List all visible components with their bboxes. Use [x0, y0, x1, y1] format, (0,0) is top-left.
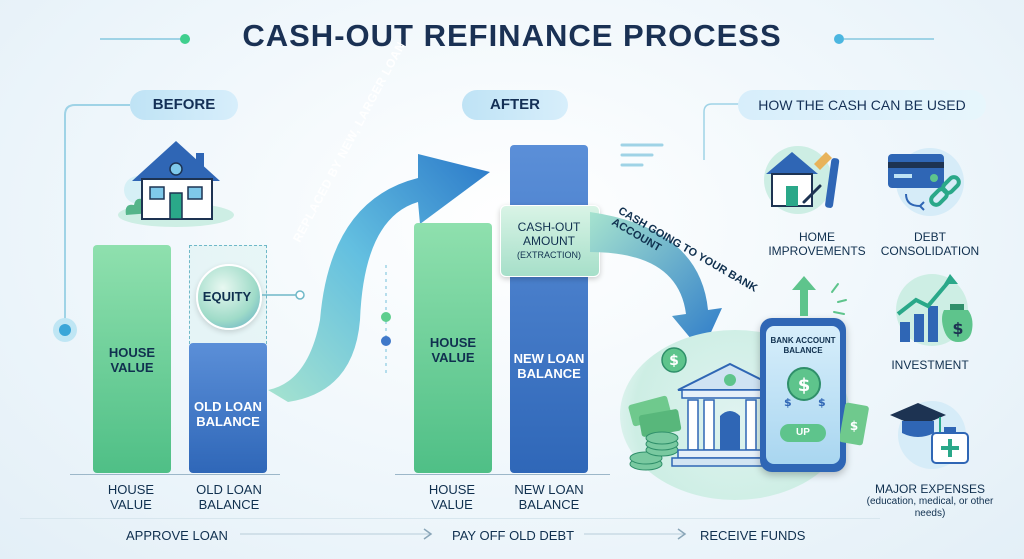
step-arrow-1 — [240, 528, 433, 540]
step-arrow-2 — [584, 528, 687, 540]
title-dot-right — [834, 34, 844, 44]
old-loan-bar — [189, 343, 267, 473]
before-axis-old-loan: OLD LOAN BALANCE — [196, 482, 262, 512]
svg-text:$: $ — [784, 396, 792, 409]
major-expenses-icon — [890, 401, 969, 469]
old-loan-bar-label: OLD LOAN BALANCE — [194, 399, 262, 429]
before-baseline — [70, 474, 280, 475]
dollar-coin-icon: $ $ $ — [784, 367, 826, 409]
cash-out-extraction-label: (EXTRACTION) — [517, 250, 581, 260]
bank-account-balance-label: BANK ACCOUNT BALANCE — [770, 336, 836, 355]
title-decoration-right — [844, 38, 934, 40]
house-value-bar-after — [414, 223, 492, 473]
house-value-bar-before — [93, 245, 171, 473]
replaced-by-new-loan-arrow — [268, 154, 490, 402]
new-loan-bar — [510, 145, 588, 473]
step-receive-funds: RECEIVE FUNDS — [700, 528, 806, 543]
after-label: AFTER — [462, 90, 568, 120]
before-timeline-connector — [53, 104, 130, 342]
svg-text:$: $ — [818, 396, 826, 409]
major-expenses-sub-label: (education, medical, or other needs) — [866, 496, 994, 519]
debt-consolidation-label: DEBT CONSOLIDATION — [880, 230, 980, 258]
before-axis-house-value: HOUSE VALUE — [107, 482, 155, 512]
uses-connector — [620, 103, 740, 167]
step-approve-loan: APPROVE LOAN — [126, 528, 228, 543]
svg-text:$: $ — [669, 353, 679, 369]
investment-label: INVESTMENT — [891, 358, 969, 372]
svg-text:$: $ — [798, 375, 811, 396]
svg-text:$: $ — [952, 319, 963, 338]
after-baseline — [395, 474, 610, 475]
before-label: BEFORE — [130, 90, 238, 120]
major-expenses-label: MAJOR EXPENSES — [874, 482, 986, 496]
after-timeline — [381, 265, 391, 375]
house-value-bar-after-label: HOUSE VALUE — [429, 335, 477, 365]
title-decoration-left — [100, 38, 190, 40]
money-bill-icon: $ — [840, 402, 869, 446]
after-axis-new-loan: NEW LOAN BALANCE — [514, 482, 584, 512]
after-axis-house-value: HOUSE VALUE — [428, 482, 476, 512]
page-title: CASH-OUT REFINANCE PROCESS — [242, 18, 782, 53]
cash-out-amount-label: CASH-OUT AMOUNT — [517, 220, 581, 248]
uses-header: HOW THE CASH CAN BE USED — [738, 90, 986, 120]
balance-up-button[interactable]: UP — [780, 424, 826, 442]
home-improvements-label: HOME IMPROVEMENTS — [768, 230, 866, 258]
title-dot-left — [180, 34, 190, 44]
svg-text:$: $ — [850, 419, 858, 433]
equity-label: EQUITY — [202, 289, 252, 304]
investment-icon: $ — [896, 274, 973, 346]
cash-out-amount-box — [500, 205, 600, 277]
bank-building-icon: $ — [628, 347, 801, 471]
step-pay-off-old-debt: PAY OFF OLD DEBT — [452, 528, 575, 543]
equity-connector — [262, 290, 305, 300]
up-arrow-icon — [792, 276, 847, 316]
cash-to-bank-arrow — [590, 212, 722, 352]
home-improvements-icon — [764, 146, 840, 214]
new-loan-bar-label: NEW LOAN BALANCE — [513, 351, 585, 381]
debt-consolidation-icon — [888, 148, 964, 216]
equity-circle — [196, 264, 262, 330]
steps-divider — [20, 518, 880, 519]
house-icon — [118, 141, 234, 227]
house-value-bar-before-label: HOUSE VALUE — [108, 345, 156, 375]
